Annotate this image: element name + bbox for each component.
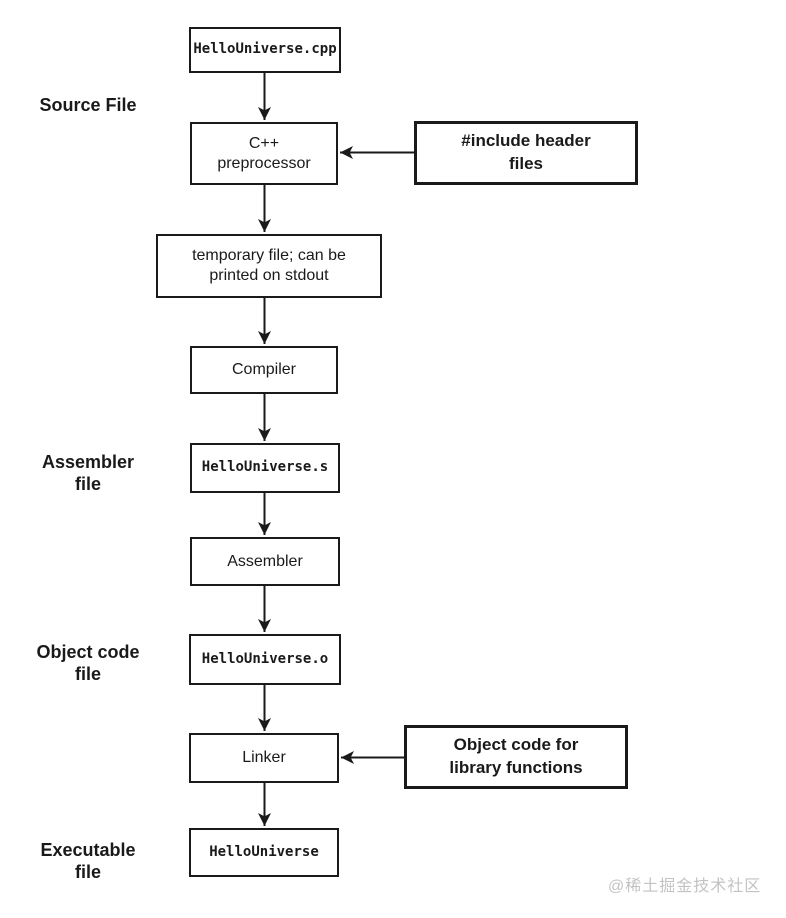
node-executable: HelloUniverse	[189, 828, 339, 877]
node-object-code-library: Object code for library functions	[404, 725, 628, 789]
stage-label-executable-file: Executable file	[40, 840, 136, 882]
node-assembler: Assembler	[190, 537, 340, 586]
node-assembler-file-s-label: HelloUniverse.s	[201, 459, 329, 476]
node-temporary-file-label: temporary file; can be printed on stdout	[192, 247, 346, 284]
stage-label-assembler-file: Assembler file	[41, 452, 135, 494]
node-object-file-o-label: HelloUniverse.o	[201, 650, 329, 667]
node-cpp-preprocessor-label: C++ preprocessor	[217, 134, 311, 172]
node-executable-label: HelloUniverse	[209, 843, 319, 860]
node-compiler-label: Compiler	[231, 361, 296, 378]
node-linker: Linker	[189, 733, 339, 783]
node-linker-label: Linker	[242, 749, 286, 766]
stage-label-source-file: Source File	[39, 95, 137, 115]
node-temporary-file: temporary file; can be printed on stdout	[156, 234, 382, 298]
node-include-header-files: #include header files	[414, 121, 638, 185]
watermark-text: @稀土掘金技术社区	[608, 878, 762, 895]
node-object-code-library-label: Object code for library functions	[449, 735, 583, 777]
node-source-file-cpp: HelloUniverse.cpp	[189, 27, 341, 73]
node-include-header-files-label: #include header files	[461, 131, 591, 173]
node-source-file-cpp-label: HelloUniverse.cpp	[193, 41, 337, 58]
node-object-file-o: HelloUniverse.o	[189, 634, 341, 685]
stage-label-object-code-file: Object code file	[36, 642, 140, 684]
node-assembler-file-s: HelloUniverse.s	[190, 443, 340, 493]
node-cpp-preprocessor: C++ preprocessor	[190, 122, 338, 185]
node-compiler: Compiler	[190, 346, 338, 394]
node-assembler-label: Assembler	[227, 552, 303, 570]
